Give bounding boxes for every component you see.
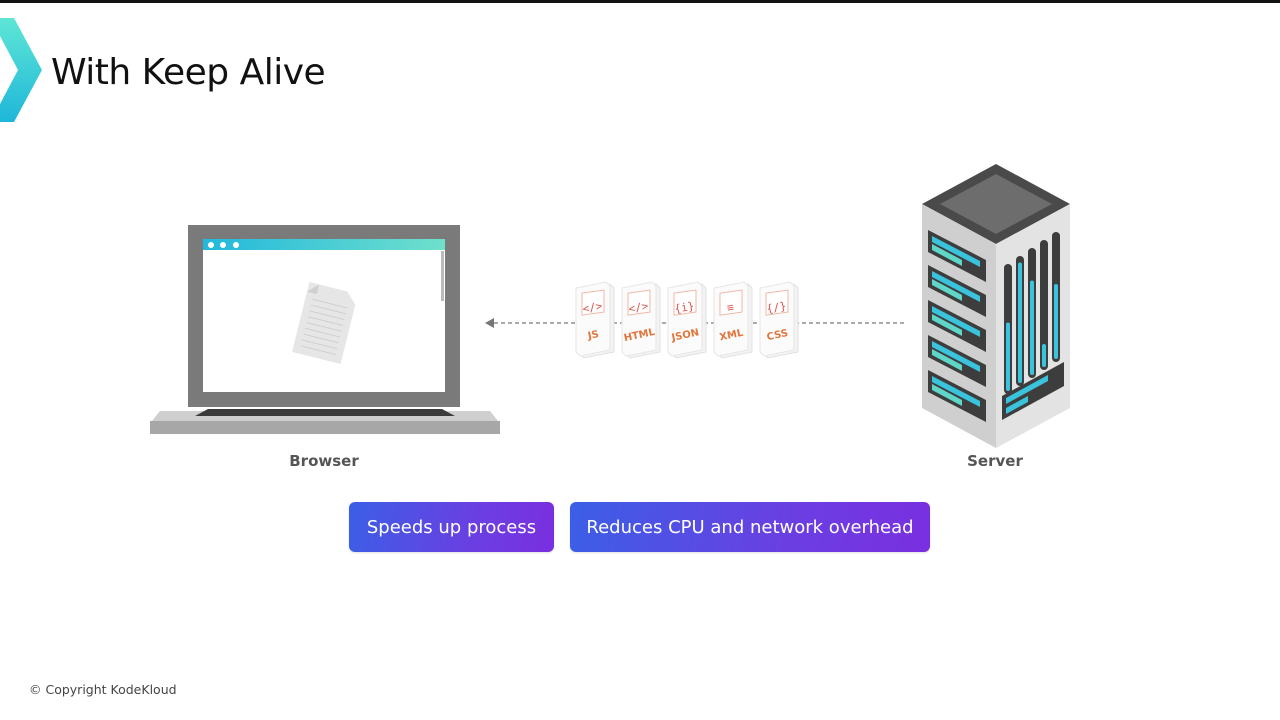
server-activity-bar xyxy=(1040,240,1048,370)
server-slot xyxy=(928,300,986,352)
browser-label: Browser xyxy=(289,452,359,470)
top-border xyxy=(0,0,1280,3)
window-dot-icon xyxy=(233,242,239,248)
file-icon-css: {/} CSS xyxy=(759,281,799,359)
file-label: JS xyxy=(586,329,600,342)
file-label: CSS xyxy=(766,328,789,343)
file-glyph: </> xyxy=(627,299,649,315)
browser-title-bar xyxy=(203,239,445,250)
file-glyph: </> xyxy=(581,299,603,315)
server-activity-bar xyxy=(1028,248,1036,378)
window-dot-icon xyxy=(220,242,226,248)
benefit-speeds-up-process: Speeds up process xyxy=(349,502,554,552)
file-glyph: {i} xyxy=(673,299,695,315)
server-activity-bar xyxy=(1004,264,1012,394)
copyright-footer: © Copyright KodeKloud xyxy=(29,682,177,697)
document-icon xyxy=(292,282,356,364)
server-slot xyxy=(928,230,986,282)
server-slot xyxy=(928,370,986,422)
laptop-icon xyxy=(150,225,500,434)
file-icon-html: </>HTML xyxy=(621,281,661,359)
file-icon-js: </> JS xyxy=(575,281,615,359)
scrollbar xyxy=(441,251,444,301)
brand-chevron-icon xyxy=(0,18,42,122)
server-label: Server xyxy=(967,452,1023,470)
window-dot-icon xyxy=(208,242,214,248)
benefit-reduces-overhead: Reduces CPU and network overhead xyxy=(570,502,930,552)
file-icon-xml: ≡ XML xyxy=(713,281,753,359)
server-slot xyxy=(928,265,986,317)
server-slot xyxy=(928,335,986,387)
server-activity-bar xyxy=(1016,256,1024,386)
server-rack-icon xyxy=(922,164,1070,448)
file-label: XML xyxy=(719,328,745,344)
file-glyph: {/} xyxy=(765,299,787,315)
file-glyph: ≡ xyxy=(726,301,735,315)
arrow-left-icon xyxy=(485,318,494,328)
data-flow: </> JS </>HTML {i}JSON ≡ XML {/} CSS xyxy=(485,281,905,359)
file-icon-json: {i}JSON xyxy=(667,281,707,359)
slide-title: With Keep Alive xyxy=(51,52,326,93)
server-activity-bar xyxy=(1052,232,1060,362)
